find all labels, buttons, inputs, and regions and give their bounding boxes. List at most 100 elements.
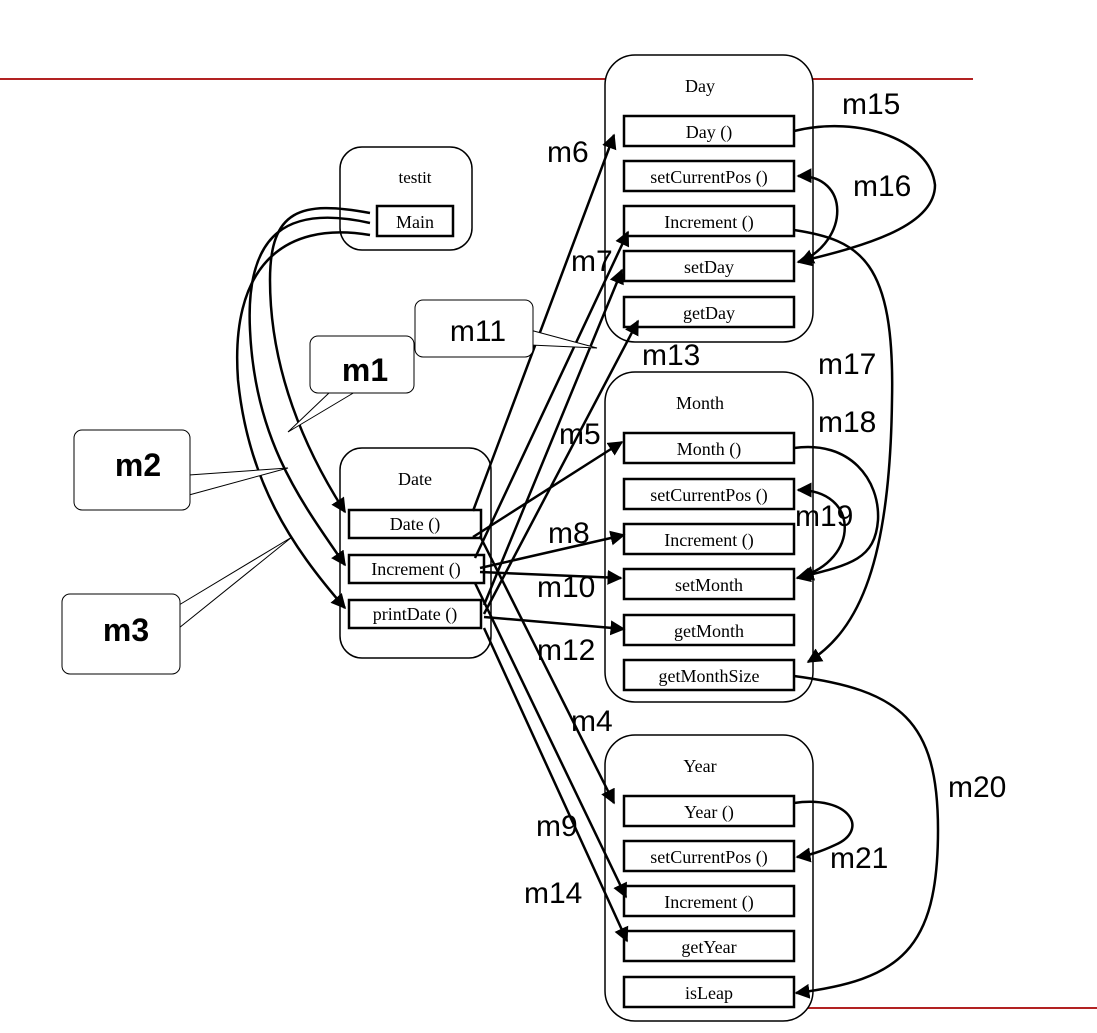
method-date-constructor: Date () — [390, 514, 440, 535]
method-box-month-setmonth[interactable] — [622, 567, 796, 601]
method-box-month-setcurrentpos[interactable] — [622, 477, 796, 511]
method-day-setday: setDay — [684, 257, 734, 277]
method-day-increment: Increment () — [664, 212, 753, 233]
method-year-setcurrentpos: setCurrentPos () — [650, 847, 767, 868]
edge-m15 — [793, 124, 937, 267]
callout-m1-pointer — [287, 391, 356, 433]
edge-label-m7: m7 — [571, 245, 613, 278]
module-month-title: Month — [676, 393, 724, 413]
method-box-month-getmonthsize[interactable] — [622, 658, 796, 692]
edge-m21 — [793, 800, 854, 863]
method-day-constructor: Day () — [686, 122, 732, 143]
edge-m19 — [796, 482, 846, 581]
edge-m8 — [479, 530, 626, 570]
method-date-printdate: printDate () — [373, 604, 457, 625]
method-day-getday: getDay — [683, 303, 735, 323]
method-box-year-increment[interactable] — [622, 884, 796, 918]
edge-m3 — [235, 231, 371, 610]
edge-label-m5: m5 — [559, 418, 601, 451]
module-testit-title: testit — [398, 168, 431, 187]
edge-m20 — [793, 674, 940, 999]
edge-m13 — [482, 319, 640, 615]
method-box-year-constructor[interactable] — [622, 794, 796, 828]
edge-label-m20: m20 — [948, 771, 1006, 804]
module-testit: testit Main — [339, 146, 473, 251]
method-month-increment: Increment () — [664, 530, 753, 551]
callout-m3-box — [61, 593, 181, 675]
method-box-date-increment[interactable] — [347, 553, 486, 585]
edge-m7 — [473, 230, 630, 559]
edge-label-m9: m9 — [536, 810, 578, 843]
edge-label-m4: m4 — [571, 705, 613, 738]
edge-m6 — [471, 133, 617, 512]
method-box-day-setday[interactable] — [622, 249, 796, 283]
method-month-setcurrentpos: setCurrentPos () — [650, 485, 767, 506]
module-date-title: Date — [398, 469, 432, 489]
method-box-year-getyear[interactable] — [622, 929, 796, 963]
method-box-year-setcurrentpos[interactable] — [622, 839, 796, 873]
callout-m2-box — [73, 429, 191, 511]
edge-labels: m6 m7 m13 m5 m8 m10 m12 m4 m9 m14 m15 m1… — [524, 88, 1006, 910]
call-edges — [235, 124, 940, 999]
edge-m16 — [796, 168, 839, 264]
callout-m11-pointer — [529, 329, 598, 349]
method-month-getmonthsize: getMonthSize — [659, 666, 760, 686]
module-date: Date Date () Increment () printDate () — [339, 447, 492, 659]
method-main: Main — [396, 212, 434, 232]
method-box-year-isleap[interactable] — [622, 975, 796, 1009]
edge-label-m13: m13 — [642, 339, 700, 372]
module-year: Year Year () setCurrentPos () Increment … — [604, 734, 814, 1022]
edge-label-m17: m17 — [818, 348, 876, 381]
callout-m2-pointer — [188, 467, 289, 496]
edge-m14 — [482, 627, 629, 943]
callout-m1-label: m1 — [342, 352, 388, 388]
callout-m1-box — [309, 335, 415, 394]
method-box-day-setcurrentpos[interactable] — [622, 159, 796, 193]
edge-label-m14: m14 — [524, 877, 582, 910]
callout-m3-label: m3 — [103, 612, 149, 648]
edge-label-m12: m12 — [537, 634, 595, 667]
method-box-day-constructor[interactable] — [622, 114, 796, 148]
method-year-getyear: getYear — [681, 937, 736, 957]
callouts: m1 m11 m2 m3 — [61, 299, 598, 675]
callout-m3-pointer — [178, 536, 293, 629]
method-month-setmonth: setMonth — [675, 575, 743, 595]
edge-label-m6: m6 — [547, 136, 589, 169]
callout-m11-label: m11 — [450, 315, 506, 348]
module-day-title: Day — [685, 76, 715, 96]
callout-m11-box — [414, 299, 534, 358]
edge-label-m10: m10 — [537, 571, 595, 604]
edge-m9 — [473, 582, 628, 899]
method-year-constructor: Year () — [684, 802, 734, 823]
method-box-day-increment[interactable] — [622, 204, 796, 238]
method-month-getmonth: getMonth — [674, 621, 744, 641]
edge-m12 — [483, 615, 626, 636]
method-date-increment: Increment () — [371, 559, 460, 580]
module-year-title: Year — [683, 756, 716, 776]
method-box-day-getday[interactable] — [622, 295, 796, 329]
edge-m2 — [248, 216, 371, 567]
method-year-increment: Increment () — [664, 892, 753, 913]
edge-label-m15: m15 — [842, 88, 900, 121]
edge-label-m21: m21 — [830, 842, 888, 875]
method-day-setcurrentpos: setCurrentPos () — [650, 167, 767, 188]
edge-label-m16: m16 — [853, 170, 911, 203]
edge-m17 — [793, 228, 894, 664]
edge-label-m8: m8 — [548, 517, 590, 550]
edge-label-m18: m18 — [818, 406, 876, 439]
method-box-date-printdate[interactable] — [347, 598, 483, 630]
edge-m18 — [793, 445, 880, 583]
module-month: Month Month () setCurrentPos () Incremen… — [604, 371, 814, 703]
module-day: Day Day () setCurrentPos () Increment ()… — [604, 54, 814, 343]
edge-m10 — [479, 569, 623, 585]
edge-m1 — [268, 206, 371, 514]
method-year-isleap: isLeap — [685, 983, 733, 1003]
method-box-date-constructor[interactable] — [347, 508, 483, 540]
method-box-main[interactable] — [375, 204, 455, 238]
method-box-month-constructor[interactable] — [622, 431, 796, 465]
callout-m2-label: m2 — [115, 447, 161, 483]
method-month-constructor: Month () — [677, 439, 742, 460]
edge-label-m19: m19 — [795, 500, 853, 533]
edge-m11 — [482, 268, 624, 606]
